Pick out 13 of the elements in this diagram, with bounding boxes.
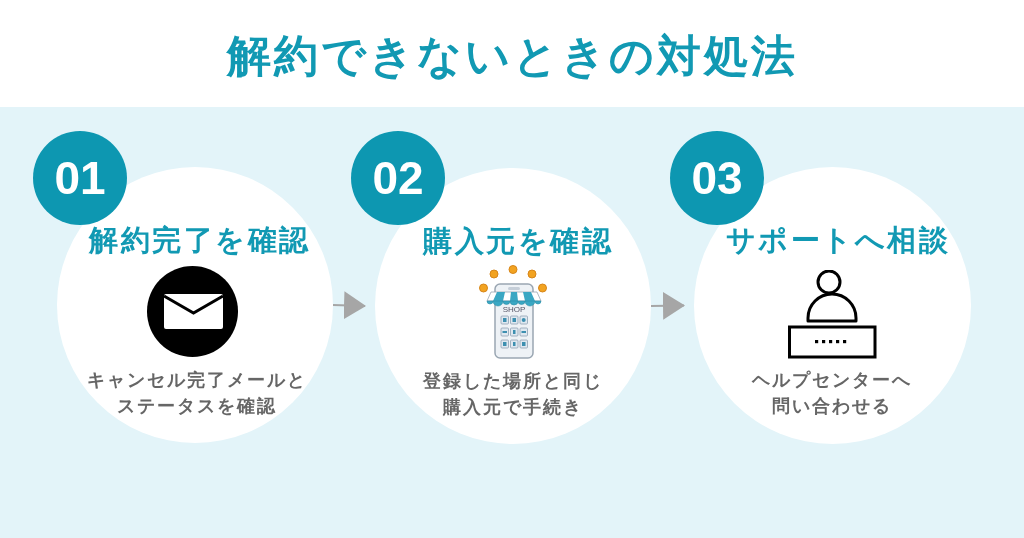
step-heading: サポートへ相談 (725, 223, 951, 258)
page-title: 解約できないときの対処法 (226, 30, 798, 82)
shop-sign-text: SHOP (502, 306, 526, 314)
step-heading: 購入元を確認 (423, 224, 613, 259)
step-number: 03 (691, 155, 743, 201)
arrow (332, 291, 366, 320)
arrow (650, 291, 685, 320)
step-description: 登録した場所と同じ購入元で手続き (422, 370, 604, 419)
step-description: キャンセル完了メールとステータスを確認 (86, 369, 308, 418)
step-number: 02 (372, 155, 424, 201)
step-description: ヘルプセンターへ問い合わせる (750, 369, 913, 418)
step-heading: 解約完了を確認 (89, 223, 311, 258)
step-number: 01 (54, 155, 106, 201)
